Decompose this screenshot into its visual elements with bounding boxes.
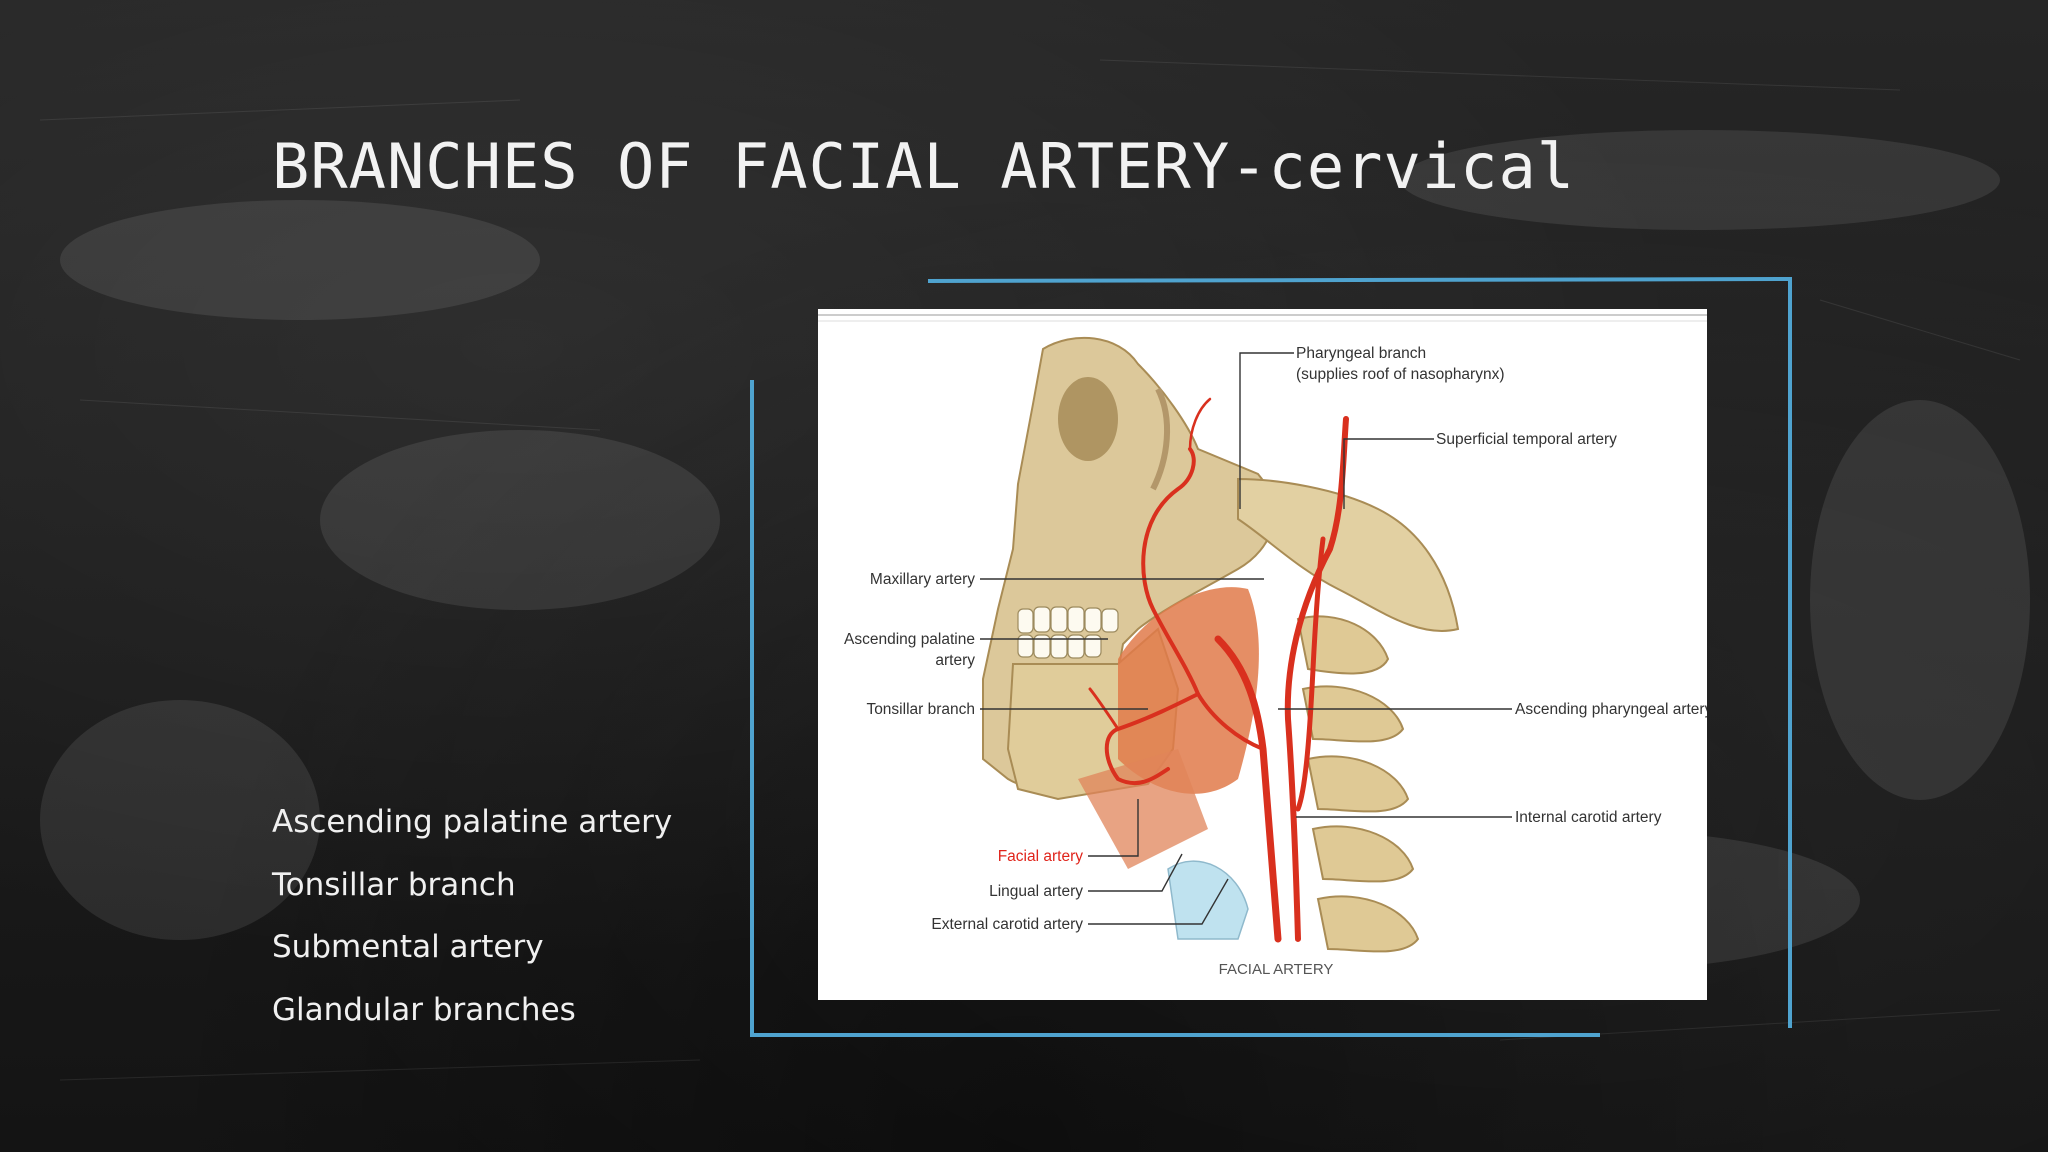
bullet-glandular: Glandular branches: [272, 991, 576, 1028]
pharyngeal-muscles: [1118, 587, 1259, 794]
label-lingual-artery: Lingual artery: [989, 883, 1083, 900]
label-maxillary-artery: Maxillary artery: [870, 571, 975, 588]
larynx: [1167, 860, 1249, 940]
teeth: [1017, 606, 1119, 659]
label-ascending-pharyngeal-artery: Ascending pharyngeal artery: [1515, 701, 1707, 718]
label-tonsillar-branch: Tonsillar branch: [866, 701, 975, 718]
label-ascending-palatine-artery: Ascending palatine: [844, 631, 975, 648]
hyoid-muscles: [1078, 749, 1208, 869]
label-leaders: [980, 352, 1512, 925]
label-internal-carotid-artery: Internal carotid artery: [1515, 809, 1662, 826]
arteries: [1088, 397, 1349, 943]
label-pharyngeal-branch-note: (supplies roof of nasopharynx): [1296, 366, 1505, 383]
label-facial-artery: Facial artery: [998, 848, 1084, 865]
bullet-tonsillar: Tonsillar branch: [272, 866, 516, 903]
figure-caption: FACIAL ARTERY: [1219, 961, 1334, 978]
label-ascending-palatine-artery-line2: artery: [935, 652, 975, 669]
anatomy-illustration: Pharyngeal branch (supplies roof of naso…: [818, 314, 1707, 978]
cranial-base: [1237, 477, 1460, 632]
label-superficial-temporal-artery: Superficial temporal artery: [1436, 431, 1617, 448]
bullet-submental: Submental artery: [272, 929, 544, 965]
cervical-vertebrae: [1296, 615, 1420, 953]
bullet-ascending-palatine: Ascending palatine artery: [272, 804, 673, 840]
label-pharyngeal-branch: Pharyngeal branch: [1296, 345, 1426, 362]
slide-title: BRANCHES OF FACIAL ARTERY-cervical: [272, 130, 1576, 203]
bullet-list: Ascending palatine artery Tonsillar bran…: [272, 798, 672, 1048]
facial-artery-figure: Pharyngeal branch (supplies roof of naso…: [818, 309, 1707, 1000]
label-external-carotid-artery: External carotid artery: [931, 916, 1083, 933]
